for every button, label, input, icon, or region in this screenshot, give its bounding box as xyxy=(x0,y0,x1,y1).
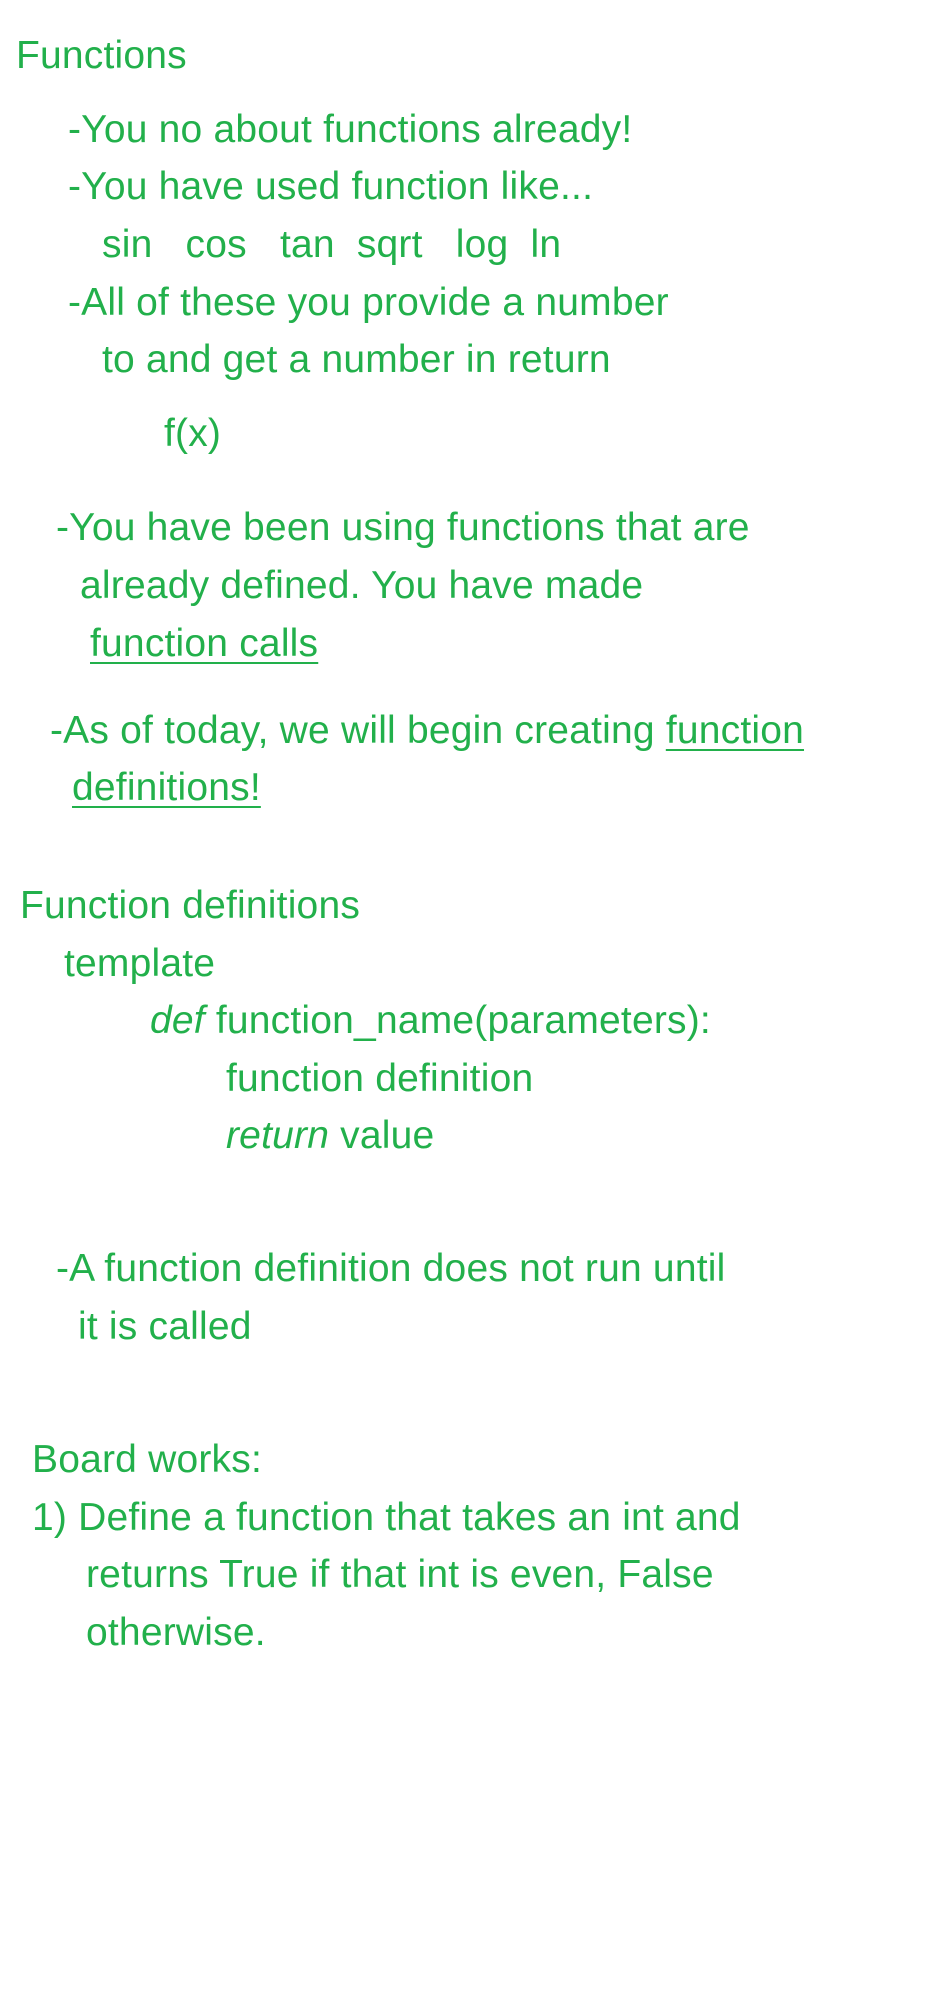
function-body-line: function definition xyxy=(226,1057,534,1100)
template-label: template xyxy=(64,942,216,985)
function-list: sin cos tan sqrt log ln xyxy=(102,223,562,266)
return-line: return value xyxy=(226,1116,434,1155)
note-line-provide-number: -All of these you provide a number xyxy=(68,281,669,324)
board-works-heading: Board works: xyxy=(32,1438,262,1481)
board-work-item-1-line-2: returns True if that int is even, False xyxy=(86,1553,714,1596)
def-line: def function_name(parameters): xyxy=(150,1001,711,1040)
board-work-item-1-line-3: otherwise. xyxy=(86,1611,266,1654)
note-line-get-number: to and get a number in return xyxy=(102,338,611,381)
return-keyword: return xyxy=(226,1114,330,1157)
function-calls-term: function calls xyxy=(90,622,319,665)
note-line-begin-creating: -As of today, we will begin creating fun… xyxy=(50,711,804,750)
note-line-it-is-called: it is called xyxy=(78,1305,252,1348)
fx-expression: f(x) xyxy=(164,412,222,455)
note-line-no-about-functions: -You no about functions already! xyxy=(68,108,633,151)
note-line-already-defined: -You have been using functions that are xyxy=(56,506,750,549)
definitions-term: definitions! xyxy=(72,766,261,809)
note-line-does-not-run: -A function definition does not run unti… xyxy=(56,1247,726,1290)
def-keyword: def xyxy=(150,999,205,1042)
functions-heading: Functions xyxy=(16,34,187,77)
board-work-item-1-line-1: 1) Define a function that takes an int a… xyxy=(32,1496,741,1539)
function-term: function xyxy=(665,709,805,752)
note-line-used-functions: -You have used function like... xyxy=(68,165,594,208)
note-line-begin-creating-text: -As of today, we will begin creating xyxy=(50,709,666,752)
def-signature: function_name(parameters): xyxy=(204,999,711,1042)
note-line-you-have-made: already defined. You have made xyxy=(80,564,644,607)
function-definitions-heading: Function definitions xyxy=(20,884,361,927)
return-value: value xyxy=(329,1114,435,1157)
